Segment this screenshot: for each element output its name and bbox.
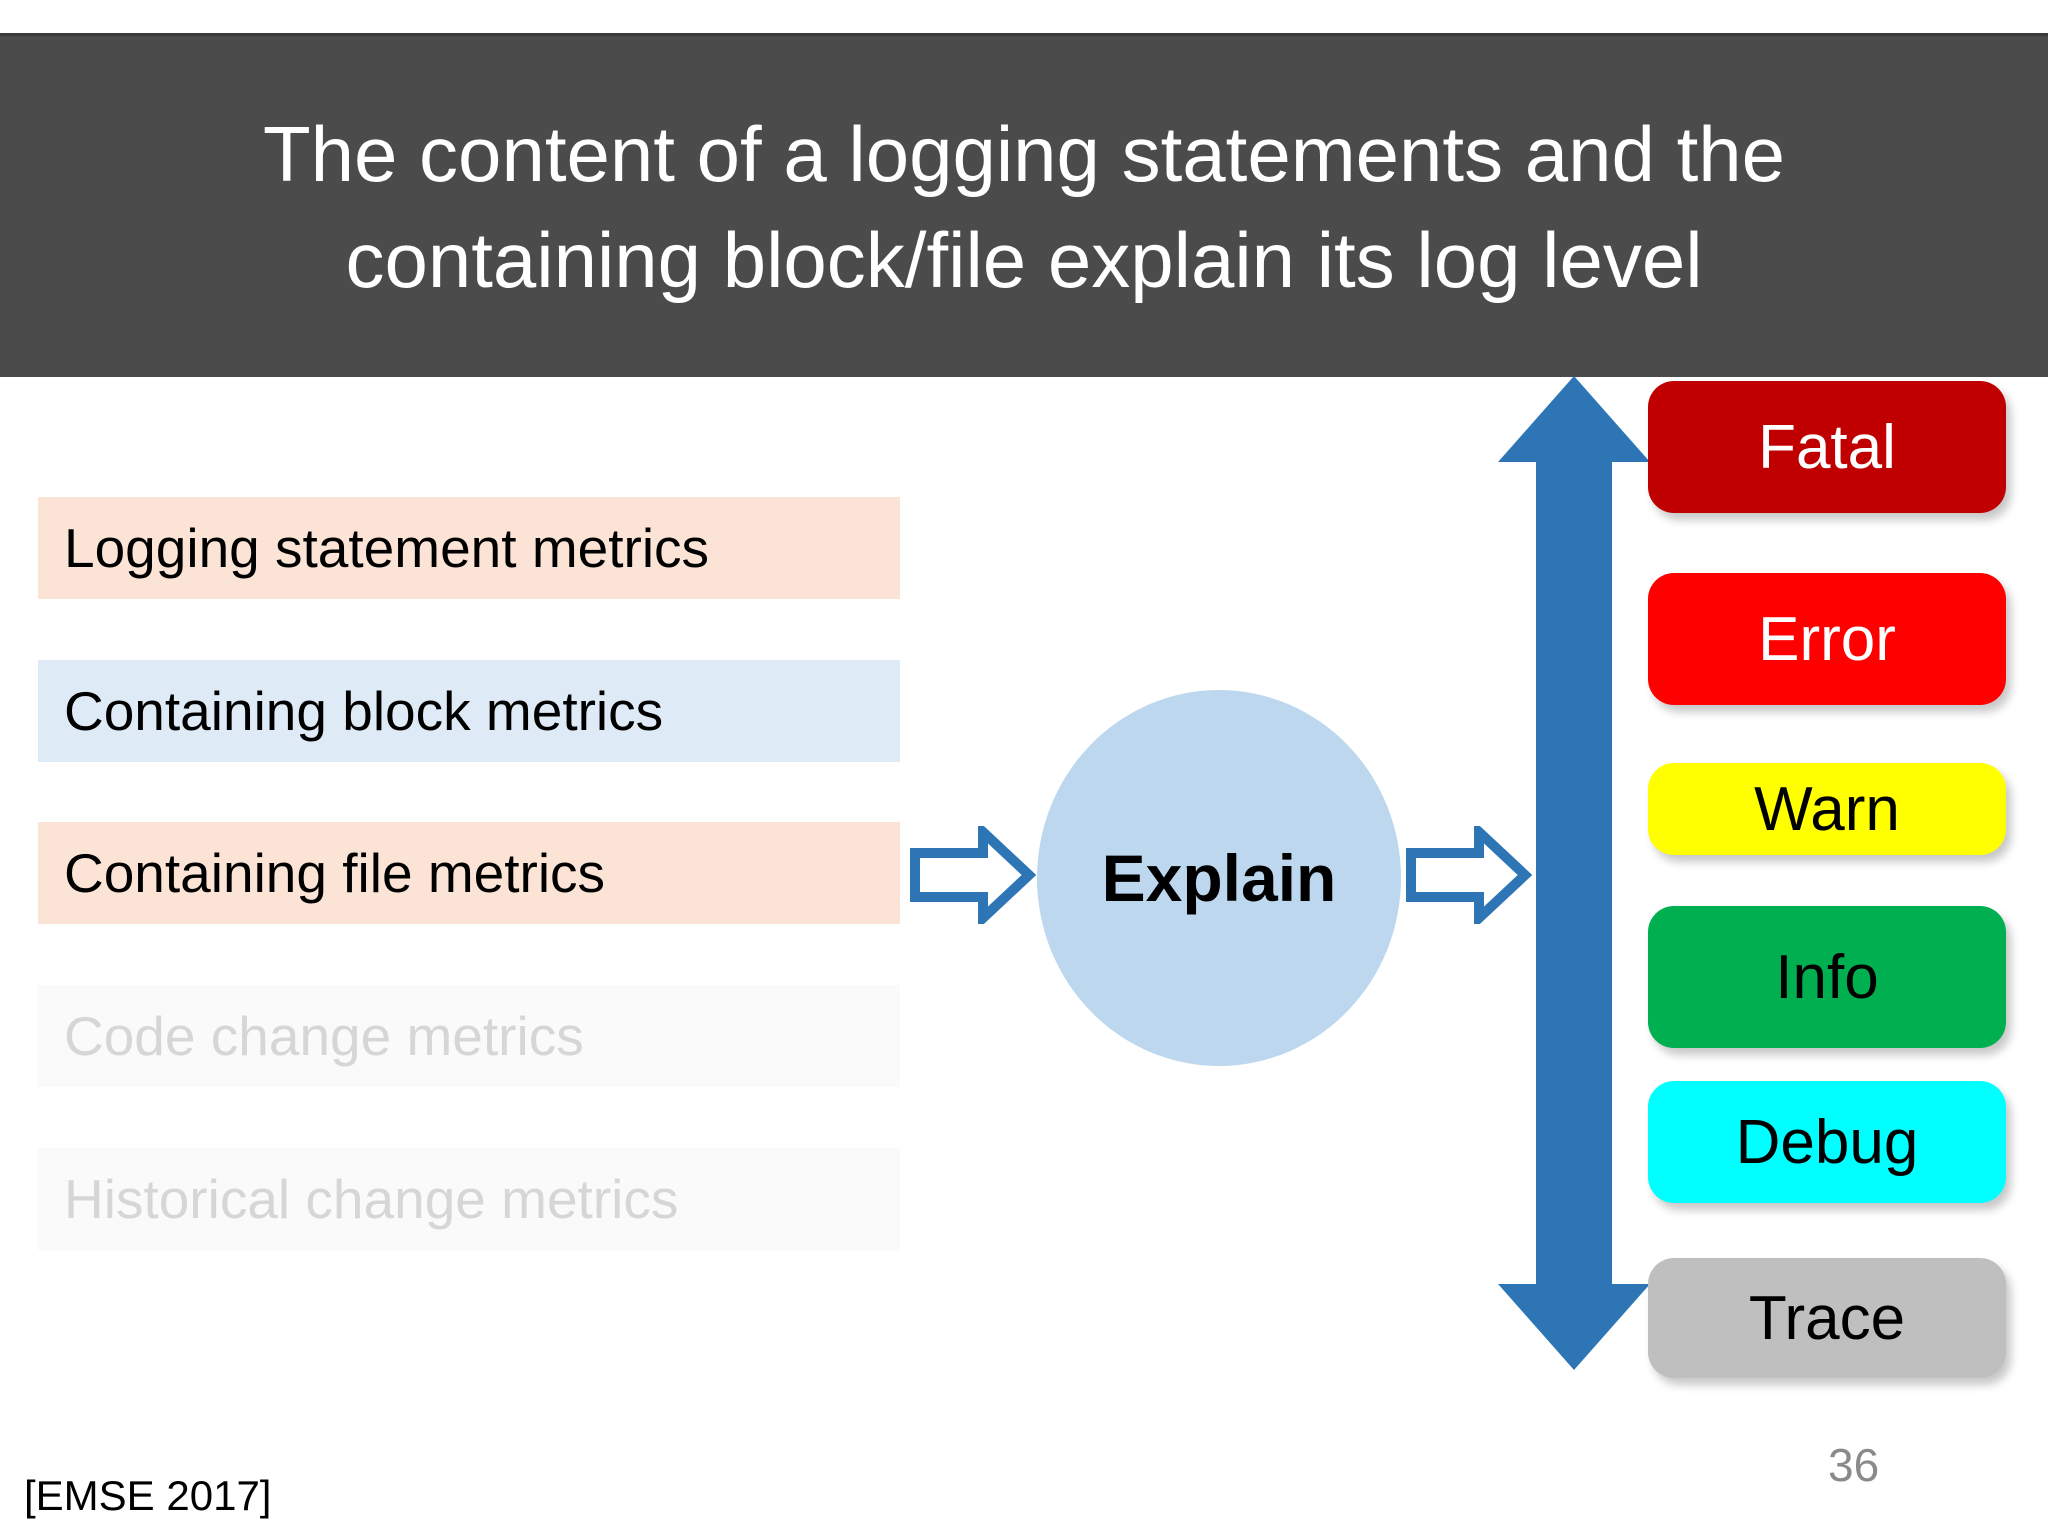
metric-label: Code change metrics [64, 1005, 584, 1067]
right-arrow-icon [1406, 826, 1532, 924]
log-level-fatal: Fatal [1648, 381, 2006, 513]
log-level-label: Debug [1735, 1107, 1919, 1177]
metric-box-containing-file: Containing file metrics [38, 822, 900, 924]
slide-title-line-1: The content of a logging statements and … [262, 109, 1786, 198]
explain-circle: Explain [1037, 690, 1401, 1066]
metric-label: Historical change metrics [64, 1168, 679, 1230]
page-number: 36 [1828, 1439, 1880, 1491]
log-level-warn: Warn [1648, 763, 2006, 855]
log-level-label: Error [1758, 604, 1896, 674]
right-arrow-icon [910, 826, 1036, 924]
metric-box-containing-block: Containing block metrics [38, 660, 900, 762]
log-level-trace: Trace [1648, 1258, 2006, 1378]
metric-label: Containing file metrics [64, 842, 606, 904]
vertical-double-arrow-icon [1498, 376, 1650, 1370]
log-level-info: Info [1648, 906, 2006, 1048]
log-level-label: Warn [1754, 774, 1900, 844]
citation: [EMSE 2017] [24, 1472, 272, 1519]
metric-label: Logging statement metrics [64, 517, 710, 579]
metric-box-code-change: Code change metrics [38, 985, 900, 1087]
metric-label: Containing block metrics [64, 680, 664, 742]
slide-title-line-2: containing block/file explain its log le… [345, 215, 1703, 304]
slide-header: The content of a logging statements and … [0, 33, 2048, 377]
log-level-debug: Debug [1648, 1081, 2006, 1203]
log-level-label: Trace [1748, 1283, 1906, 1353]
metric-box-historical-change: Historical change metrics [38, 1148, 900, 1250]
log-level-error: Error [1648, 573, 2006, 705]
log-level-label: Info [1775, 942, 1879, 1012]
explain-label: Explain [1101, 841, 1337, 915]
metric-box-logging-statement: Logging statement metrics [38, 497, 900, 599]
log-level-label: Fatal [1758, 412, 1896, 482]
